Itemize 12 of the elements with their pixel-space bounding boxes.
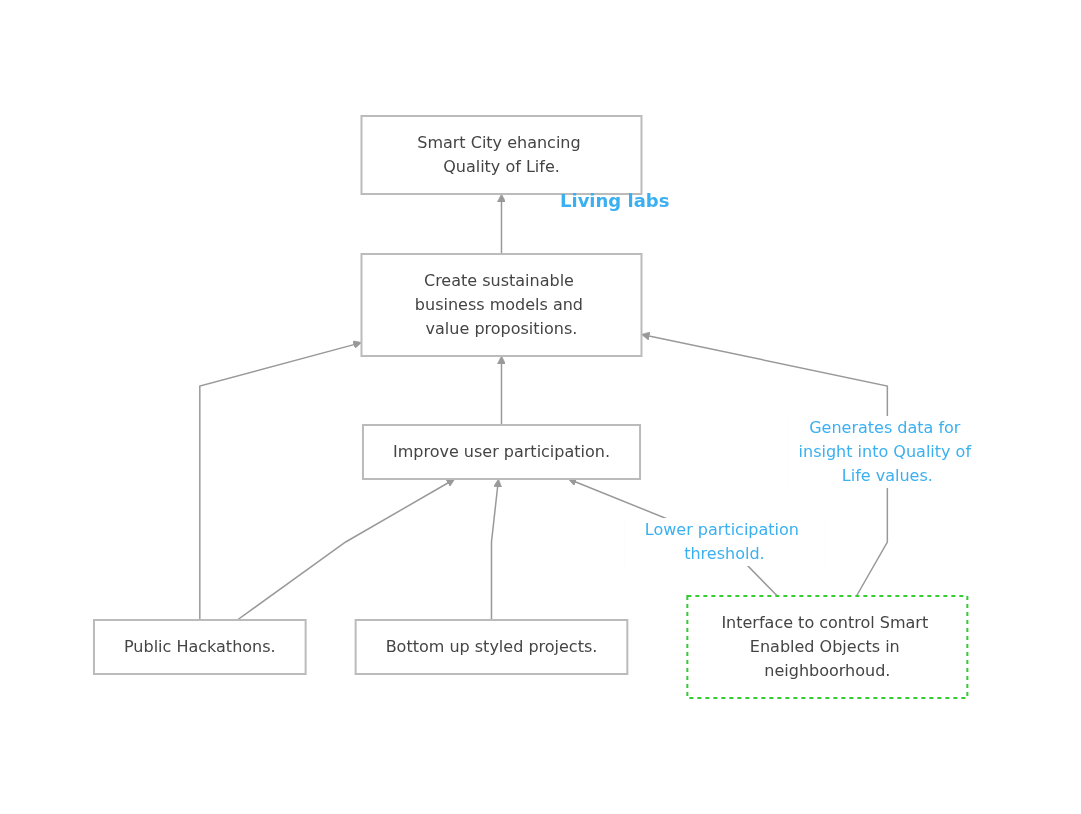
arrow: [236, 478, 455, 621]
node-box: Create sustainable business models and value propositions.: [360, 253, 643, 357]
arrow: [496, 355, 506, 426]
node-box: Improve user participation.: [361, 424, 641, 480]
arrow: [496, 193, 506, 255]
node-box: Bottom up styled projects.: [354, 619, 629, 675]
node-box: Public Hackathons.: [92, 619, 307, 675]
arrow: [198, 340, 362, 621]
arrow: [490, 478, 502, 621]
edge-label: Lower participation threshold.: [644, 520, 799, 563]
edge-label: Generates data for insight into Quality of Life values.: [798, 418, 971, 485]
node-box: Interface to control Smart Enabled Objects in neighboorhoud.: [686, 595, 969, 699]
